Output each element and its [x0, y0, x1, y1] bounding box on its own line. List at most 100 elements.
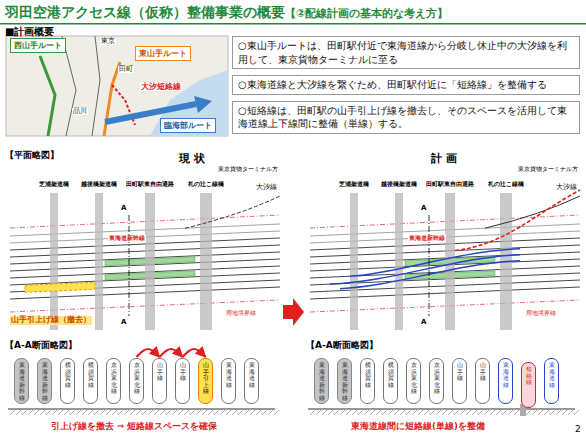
node-text: ○短絡線は、田町駅の山手引上げ線を撤去し、そのスペースを活用して東海道線上下線間…: [238, 104, 574, 131]
track-capsule: 京浜東北線: [429, 358, 444, 404]
node-text: 京浜東北線: [434, 362, 440, 395]
bridge-bar: [445, 193, 455, 330]
label: A: [120, 318, 127, 326]
label: 田町駅東自由通路: [425, 181, 475, 188]
label: 田町: [118, 66, 134, 73]
node-text: ○東山手ルートは、田町駅付近で東海道線から分岐し休止中の大汐線を利用して、東京貨…: [238, 39, 574, 66]
siding-track: [25, 282, 95, 292]
plan-drawing: [10, 193, 280, 330]
node-text: 横須賀線: [88, 362, 94, 388]
track-capsule: 横須賀線: [83, 358, 98, 404]
oshio-line: [485, 196, 580, 228]
node-text: 東海道線: [503, 362, 509, 388]
bridge-bar: [200, 193, 212, 330]
node-text: 東海道線: [226, 362, 232, 388]
label: 【A-A断面略図】: [305, 340, 379, 350]
track-capsule: 京浜東北線: [406, 358, 421, 404]
track-capsule: 横須賀線: [360, 358, 375, 404]
track-capsule: 山手線: [452, 358, 467, 404]
label: 芝浦架道橋: [38, 181, 70, 188]
label: 大汐線: [555, 184, 578, 191]
node-text: 山手線: [457, 362, 463, 382]
new-track: [350, 249, 520, 277]
route-box: 臨海部ルート: [160, 118, 216, 133]
label: 田町駅東自由通路: [125, 181, 175, 188]
label: 【平面略図】: [4, 150, 60, 160]
ground: [308, 409, 579, 415]
node-text: 横須賀線: [388, 362, 394, 388]
new-track: [330, 255, 520, 284]
route-map: [6, 36, 228, 136]
section-line: [429, 215, 430, 316]
node-text: 東海道新幹線: [42, 362, 48, 402]
label: 品川: [72, 108, 88, 115]
label: 引上げ線を撤去 ⇒ 短絡線スペースを確保: [50, 422, 218, 432]
track-capsule: 短絡線: [521, 362, 536, 408]
node-text: 東海道線: [549, 362, 555, 388]
track-capsule: 東海道新幹線: [314, 358, 329, 404]
node-text: 京浜東北線: [411, 362, 417, 395]
track-capsule: 山手線: [475, 358, 490, 404]
bridge-bar: [350, 193, 358, 330]
label: 札の辻こ線橋: [187, 181, 225, 188]
label: 越後橋架道橋: [380, 181, 418, 188]
label: 用地境界線: [525, 310, 557, 317]
shift-arrow: [137, 349, 160, 357]
track-capsule: 山手線: [175, 358, 190, 404]
label: 東京: [100, 38, 116, 45]
node-text: ○東海道線と大汐線を繋ぐため、田町駅付近に「短絡線」を整備する: [238, 78, 574, 92]
track-capsule: 山手引上線: [198, 358, 213, 404]
section-line: [129, 215, 130, 316]
track-capsule: 横須賀線: [383, 358, 398, 404]
node-text: 横須賀線: [65, 362, 71, 388]
label: 大汐短絡線: [140, 82, 182, 91]
shift-arrow: [160, 349, 183, 357]
track-capsule: 東海道新幹線: [14, 358, 29, 404]
note-box: ○東山手ルートは、田町駅付近で東海道線から分岐し休止中の大汐線を利用して、東京貨…: [232, 36, 580, 69]
label: 東京貨物ターミナル方: [217, 166, 279, 173]
label: ■計画概要: [4, 26, 55, 38]
node-text: 東山手ルート: [139, 48, 187, 59]
node-text: 西山手ルート: [14, 40, 62, 51]
new-link-curve: [455, 190, 580, 251]
bridge-bar: [145, 193, 155, 330]
label: 【A-A断面略図】: [4, 340, 78, 350]
label: 越後橋架道橋: [80, 181, 118, 188]
node-text: 京浜東北線: [111, 362, 117, 395]
node-text: 東海道新幹線: [319, 362, 325, 402]
label: A: [120, 204, 127, 212]
track-capsule: 東海道線: [221, 358, 236, 404]
node-text: 短絡線: [526, 366, 532, 386]
track-capsule: 東海道線: [498, 358, 513, 404]
track-capsule: 東海道新幹線: [337, 358, 352, 404]
oshio-line: [185, 196, 280, 228]
route-box: 西山手ルート: [10, 38, 66, 53]
bridge-bar: [50, 193, 58, 330]
node-text: 山手線: [157, 362, 163, 382]
track-capsule: 東海道新幹線: [37, 358, 52, 404]
node-text: 山手線: [480, 362, 486, 382]
track-capsule: 京浜東北線: [129, 358, 144, 404]
node-text: 山手引上線: [203, 362, 209, 395]
node-text: 東海道線: [249, 362, 255, 388]
node-text: 臨海部ルート: [164, 120, 212, 131]
node-text: 横須賀線: [365, 362, 371, 388]
track-capsule: 横須賀線: [60, 358, 75, 404]
label: 計 画: [430, 153, 458, 166]
transition-arrow: [283, 298, 304, 326]
bridge-bar: [395, 193, 403, 330]
plan-drawing: [310, 190, 580, 330]
label: 2: [574, 424, 582, 434]
track-capsule: 東海道線: [244, 358, 259, 404]
shift-arrow: [183, 349, 206, 357]
label: 東海道新幹線: [108, 235, 146, 242]
node-text: 東海道新幹線: [342, 362, 348, 402]
note-box: ○短絡線は、田町駅の山手引上げ線を撤去し、そのスペースを活用して東海道線上下線間…: [232, 101, 580, 134]
node-text: 京浜東北線: [134, 362, 140, 395]
route-box: 東山手ルート: [135, 46, 191, 61]
label: 札の辻こ線橋: [487, 181, 525, 188]
track-capsule: 山手線: [152, 358, 167, 404]
title-rule: [0, 23, 586, 25]
